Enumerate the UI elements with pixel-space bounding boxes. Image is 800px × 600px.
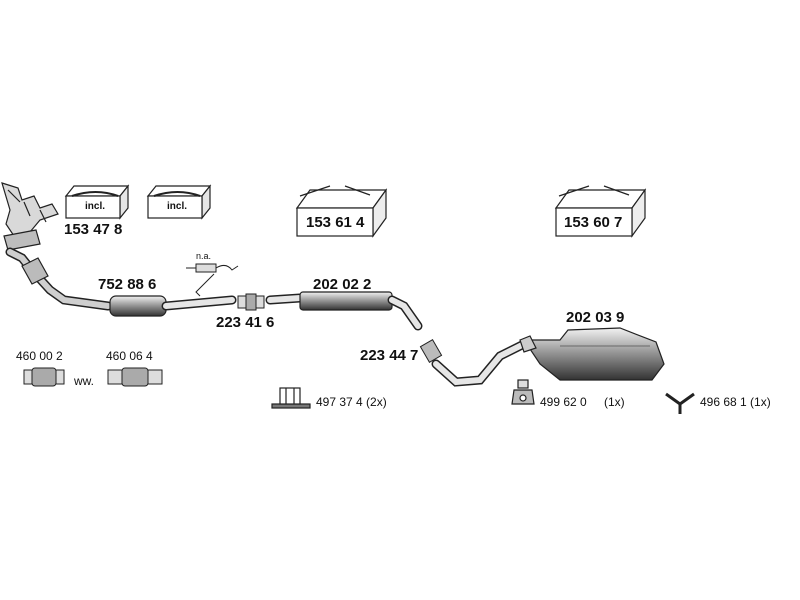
part-number-202-02-2: 202 02 2 bbox=[313, 276, 372, 293]
part-number-153-60-7: 153 60 7 bbox=[564, 214, 623, 231]
part-number-752-88-6: 752 88 6 bbox=[98, 276, 157, 293]
kit-box-153-61-4 bbox=[295, 185, 388, 238]
part-number-496-68-1: 496 68 1 (1x) bbox=[700, 395, 771, 409]
part-number-153-61-4: 153 61 4 bbox=[306, 214, 365, 231]
part-number-460-06-4: 460 06 4 bbox=[106, 349, 153, 363]
part-number-202-03-9: 202 03 9 bbox=[566, 309, 625, 326]
mount-497-37-4 bbox=[271, 387, 311, 409]
kit-box-153-60-7 bbox=[554, 185, 647, 238]
lambda-sensor bbox=[186, 263, 239, 297]
incl-box-1 bbox=[64, 184, 130, 220]
not-available-label: n.a. bbox=[196, 251, 212, 261]
rear-pipe-silencer bbox=[431, 327, 665, 387]
part-number-460-00-2: 460 00 2 bbox=[16, 349, 63, 363]
mount-499-62-0 bbox=[511, 379, 535, 405]
front-pipe-catalyst bbox=[5, 247, 237, 317]
part-number-223-41-6: 223 41 6 bbox=[216, 314, 275, 331]
flex-pipe-460-00-2 bbox=[23, 367, 65, 387]
exhaust-manifold bbox=[1, 182, 59, 251]
clamp-223-41-6 bbox=[237, 293, 265, 311]
flex-pipe-460-06-4 bbox=[107, 367, 163, 387]
part-number-223-44-7: 223 44 7 bbox=[360, 347, 419, 364]
incl-label-2: incl. bbox=[167, 201, 188, 212]
incl-label-1: incl. bbox=[85, 201, 106, 212]
clamp-223-44-7 bbox=[419, 339, 443, 363]
part-number-153-47-8: 153 47 8 bbox=[64, 221, 123, 238]
mount-496-68-1 bbox=[665, 392, 695, 414]
incl-box-2 bbox=[146, 184, 212, 220]
middle-pipe bbox=[265, 291, 423, 331]
ww-label: ww. bbox=[74, 374, 95, 388]
quantity-499-62-0: (1x) bbox=[604, 395, 625, 409]
part-number-499-62-0: 499 62 0 bbox=[540, 395, 587, 409]
part-number-497-37-4: 497 37 4 (2x) bbox=[316, 395, 387, 409]
